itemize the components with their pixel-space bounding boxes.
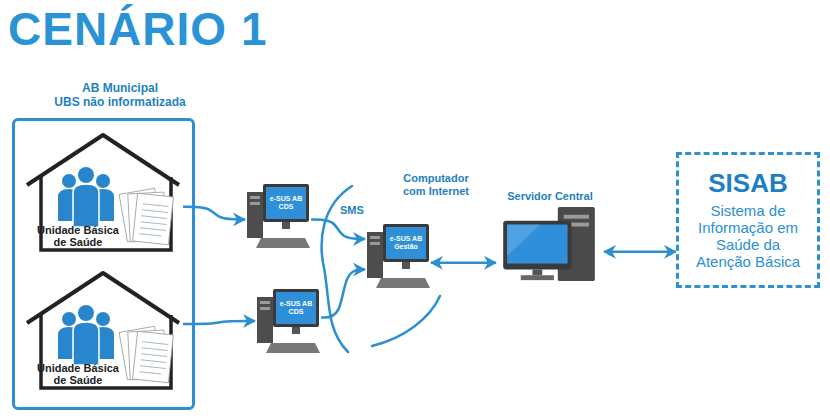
screen-text: e-SUS AB CDS	[266, 187, 306, 219]
node-text: Sistema de Informação em Saúde da Atençã…	[687, 202, 809, 271]
node-text: AB Municipal	[35, 81, 205, 95]
annotation-label: SMS	[338, 204, 366, 217]
municipal-group-box: Unidade Básica de SaúdeUnidade Básica de…	[12, 118, 195, 410]
flow-arrow	[321, 270, 365, 318]
computer-icon: e-SUS AB Gestão	[365, 222, 431, 290]
server-drawing	[500, 207, 600, 285]
screen-text: e-SUS AB CDS	[276, 292, 316, 324]
node-text: SISAB	[687, 169, 809, 198]
node-text: e-SUS AB CDS	[276, 300, 316, 315]
node-text: Unidade Básica de Saúde	[31, 362, 125, 387]
annotation-label: Computador com Internet	[392, 172, 480, 198]
house-label: Unidade Básica de Saúde	[31, 224, 125, 249]
health-unit-house: Unidade Básica de Saúde	[23, 131, 183, 253]
group-heading: AB MunicipalUBS não informatizada	[35, 81, 205, 110]
health-unit-house: Unidade Básica de Saúde	[23, 269, 183, 391]
screen-text: e-SUS AB Gestão	[386, 227, 426, 259]
node-text: Servidor Central	[496, 190, 604, 203]
house-label: Unidade Básica de Saúde	[31, 362, 125, 387]
sms-arc	[372, 296, 440, 346]
flow-arrow	[431, 262, 496, 265]
node-text: e-SUS AB CDS	[266, 195, 306, 210]
node-text: e-SUS AB Gestão	[386, 235, 426, 250]
node-text: Unidade Básica de Saúde	[31, 224, 125, 249]
flow-arrow	[311, 219, 365, 239]
flow-arrow	[604, 251, 676, 254]
computer-icon: e-SUS AB CDS	[245, 182, 311, 250]
computer-drawing	[245, 182, 311, 250]
computer-drawing	[365, 222, 431, 290]
computer-drawing	[255, 287, 321, 355]
node-text: UBS não informatizada	[35, 95, 205, 109]
server-heading: Servidor Central	[496, 190, 604, 203]
computer-icon: e-SUS AB CDS	[255, 287, 321, 355]
diagram-title: CENÁRIO 1	[8, 2, 267, 56]
central-server-icon: Servidor Central	[496, 190, 604, 285]
system-box: SISAB Sistema de Informação em Saúde da A…	[676, 152, 820, 288]
